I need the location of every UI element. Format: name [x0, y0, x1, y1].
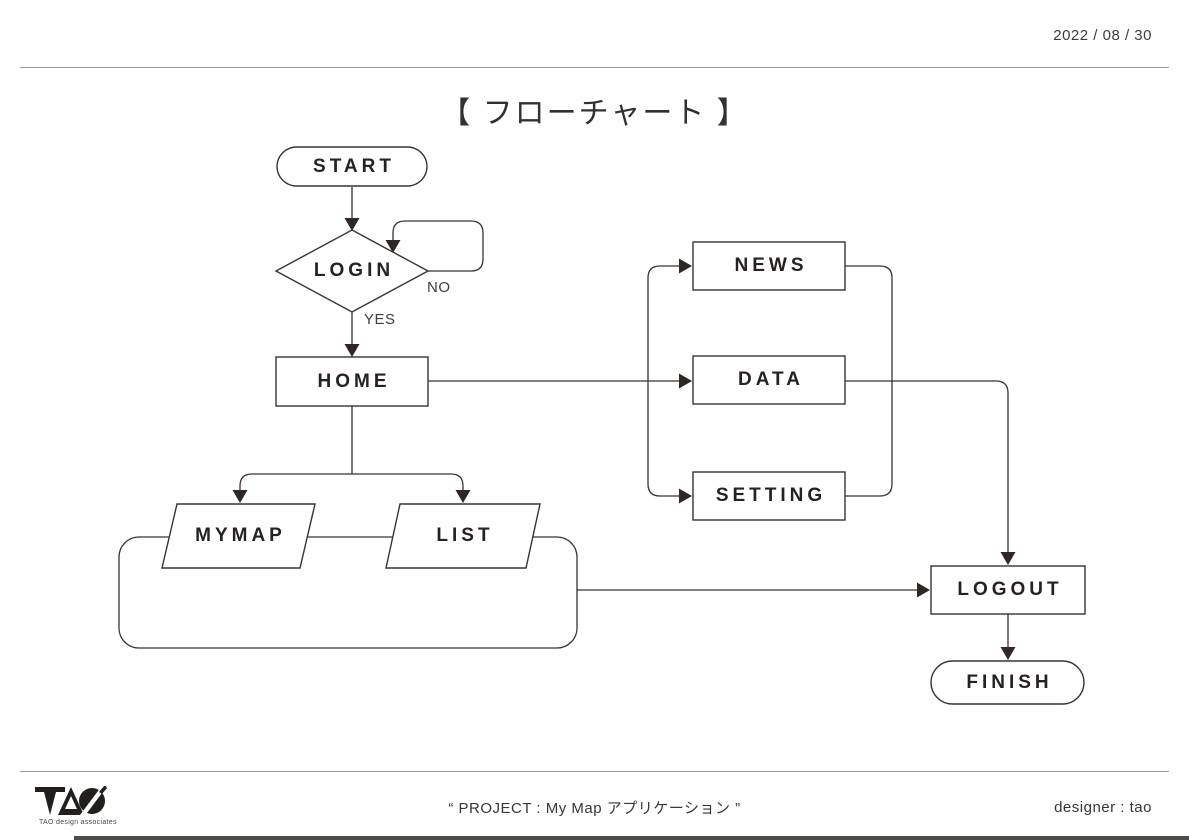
connector-home-to-mymap-list: [232, 406, 471, 503]
setting-node-label: SETTING: [715, 485, 827, 506]
document-date: 2022 / 08 / 30: [1053, 27, 1152, 44]
list-node-label: LIST: [436, 525, 494, 546]
mymap-parallelogram-shape: [161, 503, 316, 569]
login-decision-shape: [274, 229, 430, 313]
list-parallelogram-shape: [385, 503, 541, 569]
connector-logout-to-finish: [1000, 614, 1016, 660]
logo-subtext: TAO design associates: [39, 819, 117, 826]
no-edge-label: NO: [427, 279, 451, 296]
start-node-shape: [276, 146, 428, 187]
page-title: 【 フローチャート 】: [440, 97, 749, 130]
news-node-label: NEWS: [734, 255, 808, 276]
data-node-shape: [692, 355, 846, 405]
logout-node-shape: [930, 565, 1086, 615]
data-node-label: DATA: [738, 369, 804, 390]
setting-node-shape: [692, 471, 846, 521]
home-node-shape: [275, 356, 429, 407]
news-node-shape: [692, 241, 846, 291]
connector-login-yes-to-home: [344, 312, 360, 357]
header-divider: [20, 67, 1169, 68]
bottom-accent-bar: [74, 836, 1189, 840]
mymap-node-label: MYMAP: [195, 525, 286, 546]
login-node-label: LOGIN: [313, 260, 395, 281]
tao-logo-icon: [35, 786, 107, 817]
connector-login-no-loop: [385, 220, 484, 272]
finish-node-shape: [930, 660, 1085, 705]
finish-node-label: FINISH: [966, 671, 1053, 693]
yes-edge-label: YES: [364, 311, 396, 328]
footer-divider: [20, 771, 1169, 772]
footer-designer-credit: designer : tao: [1054, 799, 1152, 816]
connector-start-to-login: [344, 187, 360, 231]
logout-node-label: LOGOUT: [957, 579, 1063, 600]
footer-project-title: “ PROJECT : My Map アプリケーション ”: [448, 800, 741, 817]
connector-group-to-logout: [577, 582, 930, 598]
connector-home-to-news-data-setting: [428, 258, 692, 504]
connector-data-to-logout: [845, 380, 1016, 565]
home-node-label: HOME: [317, 370, 391, 392]
start-node-label: START: [313, 155, 395, 177]
